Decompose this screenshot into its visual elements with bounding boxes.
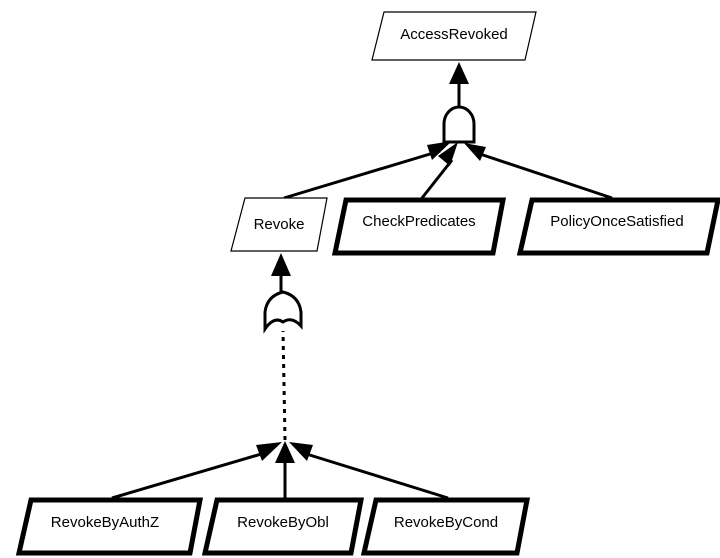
and-gate-icon [442, 105, 476, 144]
node-label: PolicyOnceSatisfied [550, 213, 683, 230]
or-gate-icon [263, 290, 303, 334]
edge-junction-to-or [281, 330, 287, 441]
node-revoke-by-authz[interactable]: RevokeByAuthZ [15, 497, 204, 556]
node-policy-once-satisfied[interactable]: PolicyOnceSatisfied [516, 197, 720, 256]
node-label: RevokeByObl [237, 514, 329, 531]
arrowhead-icon [256, 442, 282, 461]
edge-revokebyauthz-to-junction [111, 450, 269, 500]
edge-revokebycond-to-junction [299, 450, 449, 500]
node-access-revoked[interactable]: AccessRevoked [371, 11, 537, 61]
arrowhead-icon [464, 143, 486, 161]
node-label: RevokeByCond [394, 514, 498, 531]
node-revoke[interactable]: Revoke [230, 197, 328, 252]
node-label: Revoke [254, 216, 305, 233]
node-label: CheckPredicates [362, 213, 475, 230]
node-check-predicates[interactable]: CheckPredicates [331, 197, 507, 256]
node-label: AccessRevoked [400, 26, 508, 43]
node-label: RevokeByAuthZ [51, 514, 159, 531]
arrowhead-icon [289, 442, 313, 461]
arrowhead-icon [427, 141, 452, 160]
edge-revoke-to-and [283, 149, 441, 200]
arrowhead-icon [438, 142, 458, 166]
arrowhead-icon [275, 441, 295, 463]
arrowhead-icon [271, 253, 291, 276]
node-revoke-by-cond[interactable]: RevokeByCond [360, 497, 531, 556]
edge-checkpredicates-to-and [420, 159, 454, 199]
node-revoke-by-obl[interactable]: RevokeByObl [201, 497, 365, 556]
arrowhead-icon [449, 62, 469, 84]
edge-policyoncesatisfied-to-and [473, 150, 613, 200]
